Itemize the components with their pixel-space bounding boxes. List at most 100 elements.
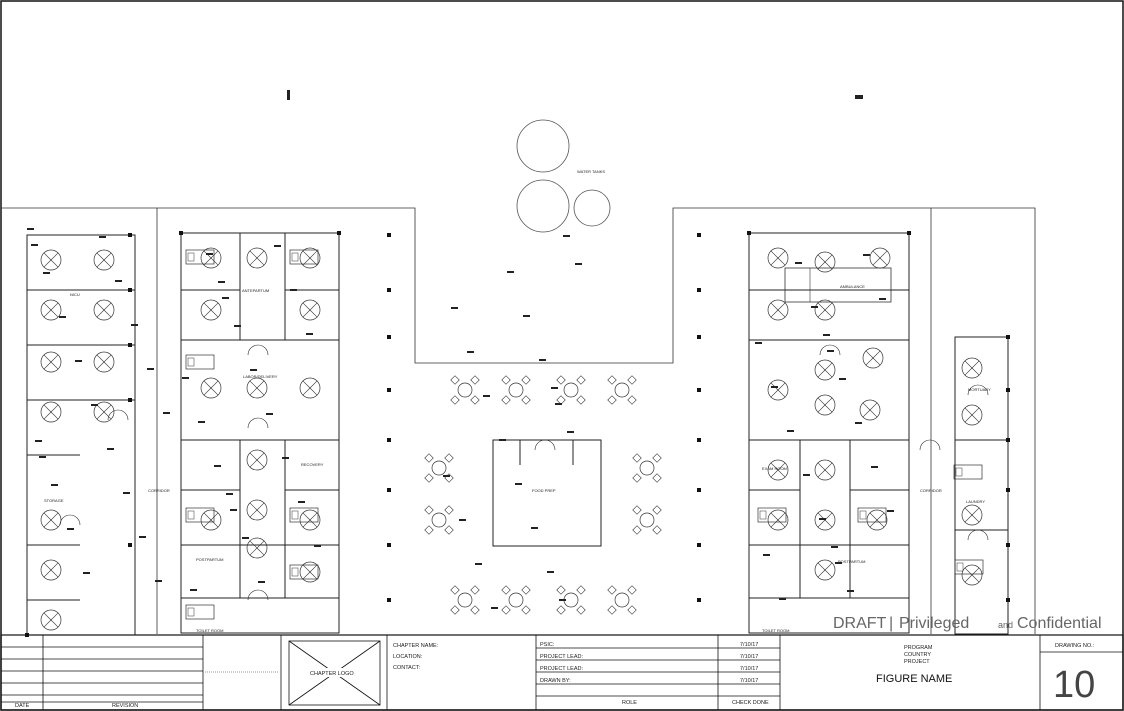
postpartum-right-label: POSTPARTUM [838,559,865,564]
dining-table-set [556,375,586,405]
seating-group [93,299,115,321]
equipment-mark [475,563,482,565]
equipment-mark [115,280,122,282]
contact-label: CONTACT: [393,665,421,671]
dining-table-set [607,585,637,615]
equipment-mark [290,289,297,291]
laundry-label: LAUNDRY [966,499,985,504]
row-2-date: 7/10/17 [740,666,758,672]
equipment-mark [214,465,221,467]
equipment-mark [467,351,474,353]
bed [185,507,215,523]
structural-column [387,488,391,492]
watermark-draft: DRAFT [833,615,887,632]
equipment-mark [218,281,225,283]
door-swing [247,417,269,429]
postpartum-left-label: POSTPARTUM [196,557,223,562]
equipment-mark [483,395,490,397]
equipment-mark [567,431,574,433]
structural-column [128,398,132,402]
structural-column [128,288,132,292]
equipment-mark [563,235,570,237]
equipment-mark [863,254,870,256]
door-swing [819,344,841,356]
equipment-mark [131,324,138,326]
seating-group [814,459,836,481]
seating-group [40,351,62,373]
seating-group [246,449,268,471]
equipment-mark [547,571,554,573]
structural-column [128,233,132,237]
structural-column [907,231,911,235]
seating-group [246,247,268,269]
labor-delivery-label: LABOR/DELIVERY [243,374,278,379]
equipment-mark [559,599,566,601]
equipment-mark [811,306,818,308]
seating-group [93,351,115,373]
seating-group [200,299,222,321]
dining-table-set [607,375,637,405]
equipment-mark [206,253,213,255]
nicu-label: NICU [70,292,80,297]
equipment-mark [282,457,289,459]
structural-column [387,288,391,292]
equipment-mark [787,430,794,432]
seating-group [859,399,881,421]
seating-group [767,509,789,531]
dining-table-set [450,585,480,615]
seating-group [40,509,62,531]
seating-group [246,499,268,521]
water-tanks [516,119,611,233]
seating-group [299,509,321,531]
mortuary-label: MORTUARY [968,387,991,392]
equipment-mark [230,509,237,511]
equipment-mark [31,244,38,246]
seating-group [961,504,983,526]
equipment-mark [250,369,257,371]
dining-table-set [501,585,531,615]
equipment-mark [266,413,273,415]
equipment-mark [871,466,878,468]
program-label: PROGRAM [904,645,933,651]
building-outline [748,232,910,634]
bed [757,507,787,523]
location-label: LOCATION: [393,654,423,660]
seating-group [767,247,789,269]
equipment-mark [274,245,281,247]
structural-column [1006,388,1010,392]
water-tanks-label: WATER TANKS [577,169,605,174]
equipment-mark [258,581,265,583]
structural-column [387,543,391,547]
equipment-mark [835,562,842,564]
equipment-mark [35,440,42,442]
seating-group [814,359,836,381]
equipment-mark [847,590,854,592]
corridor-left-label: CORRIDOR [148,488,170,493]
equipment-mark [59,316,66,318]
drawing-no: 10 [1053,664,1095,706]
bed [953,464,983,480]
seating-group [961,564,983,586]
dining-table-set [632,453,662,483]
equipment-mark [226,493,233,495]
seating-group [866,509,888,531]
equipment-mark [771,386,778,388]
toilet-left-label: TOILET ROOM [196,628,223,633]
seating-group [767,459,789,481]
room-labels: NICU STORAGE CORRIDOR ANTEPARTUM LABOR/D… [44,284,991,633]
storage-label: STORAGE [44,498,64,503]
equipment-mark [779,598,786,600]
seating-group [246,377,268,399]
seating-group [93,401,115,423]
structural-column [179,231,183,235]
seating-group [767,299,789,321]
equipment-mark [190,589,197,591]
structural-column [1006,488,1010,492]
recovery-label: RECOVERY [301,462,324,467]
title-block [0,634,1124,711]
equipment-mark [887,510,894,512]
row-1-label: PROJECT LEAD: [540,654,583,660]
seating-group [40,249,62,271]
